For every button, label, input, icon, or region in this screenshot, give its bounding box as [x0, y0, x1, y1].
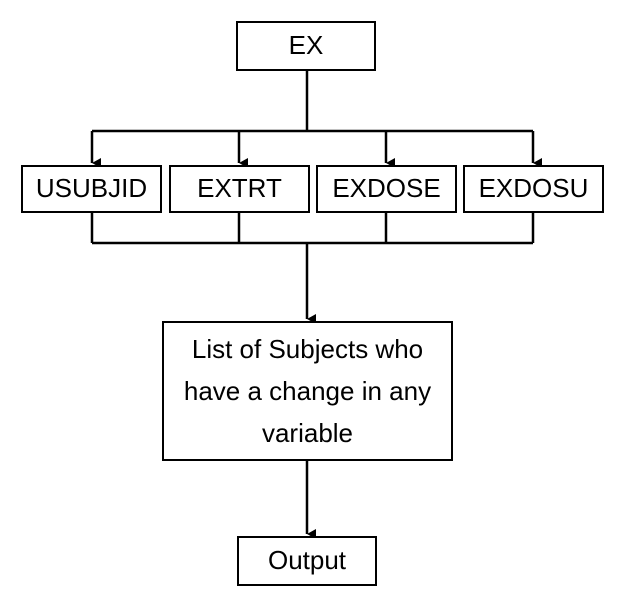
node-output-label: Output: [267, 545, 347, 576]
node-subject-list-label: List of Subjects who have a change in an…: [183, 334, 432, 448]
node-extrt: EXTRT: [169, 165, 310, 213]
node-subject-list: List of Subjects who have a change in an…: [162, 321, 453, 461]
node-usubjid-label: USUBJID: [35, 173, 148, 204]
node-extrt-label: EXTRT: [197, 173, 282, 204]
node-ex: EX: [236, 21, 376, 71]
node-usubjid: USUBJID: [21, 165, 162, 213]
node-ex-label: EX: [288, 30, 324, 61]
node-exdose-label: EXDOSE: [332, 173, 441, 204]
node-exdose: EXDOSE: [316, 165, 457, 213]
node-exdosu-label: EXDOSU: [478, 173, 589, 204]
node-exdosu: EXDOSU: [463, 165, 604, 213]
node-output: Output: [237, 536, 377, 586]
